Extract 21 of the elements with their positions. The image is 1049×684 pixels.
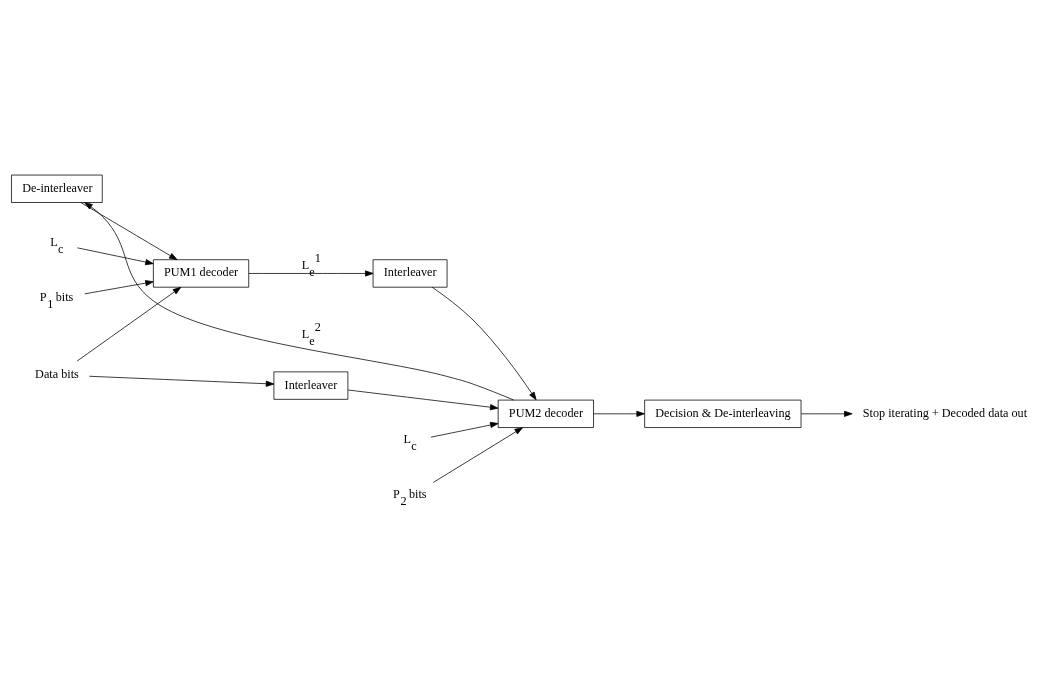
arrow	[77, 246, 154, 265]
node-box: Interleaver	[372, 258, 448, 288]
arrow	[76, 286, 182, 361]
node-box: Decision & De-interleaving	[644, 399, 802, 428]
arrow	[80, 201, 178, 260]
arrow	[430, 421, 499, 438]
arrow	[248, 269, 374, 276]
arrow	[347, 389, 499, 410]
arrow	[84, 279, 154, 294]
node-box: PUM2 decoder	[497, 399, 594, 428]
arrow	[84, 201, 515, 400]
arrow	[800, 410, 853, 417]
node-text: Stop iterating + Decoded data out	[862, 405, 1028, 420]
arrow	[432, 426, 523, 483]
arrow	[593, 410, 645, 417]
arrow	[431, 286, 537, 400]
node-box: De-interleaver	[11, 174, 103, 203]
arrow	[89, 375, 275, 387]
node-text: Data bits	[35, 366, 79, 381]
node-box: PUM1 decoder	[153, 258, 250, 288]
node-box: Interleaver	[273, 371, 349, 400]
